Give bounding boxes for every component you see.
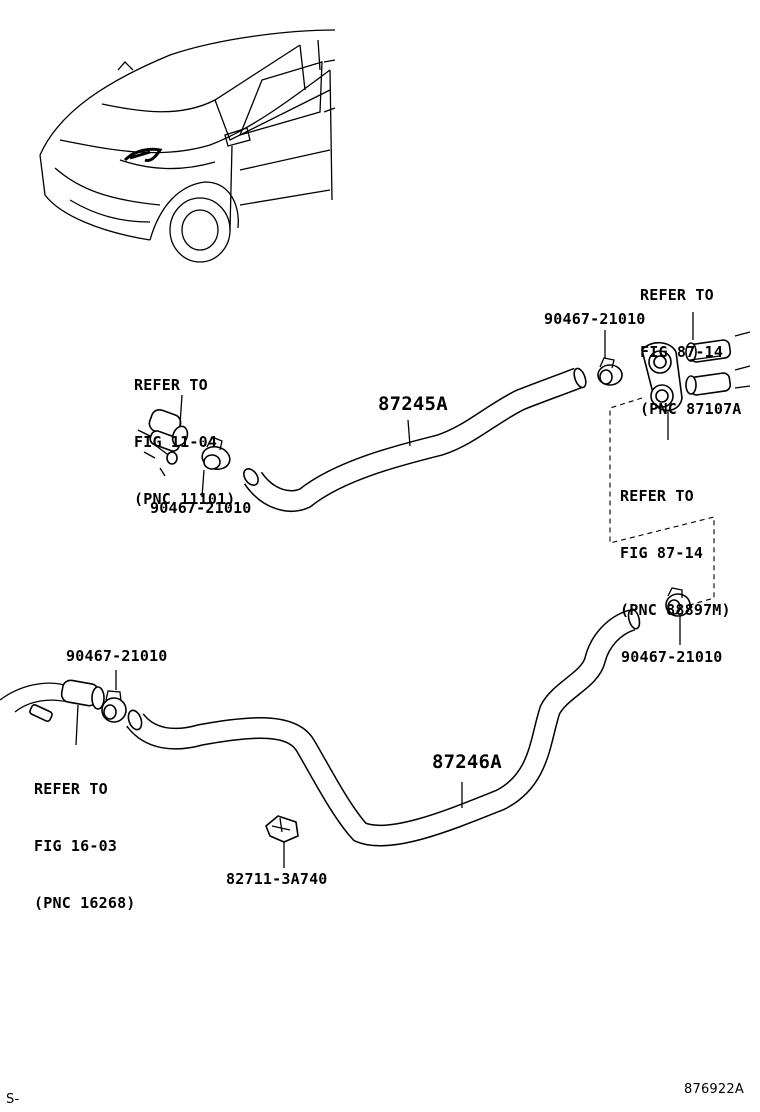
clamp-lower-left-part-number: 90467-21010	[66, 647, 168, 665]
ref-grommet-label: REFER TO FIG 87-14 (PNC 88897M)	[620, 487, 731, 619]
clamp-top-right	[597, 330, 623, 386]
clip-82711	[265, 815, 299, 868]
ref-lower-label: REFER TO FIG 16-03 (PNC 16268)	[34, 780, 136, 912]
lower-hose-87246a	[126, 608, 641, 847]
engine-fitting-upper	[137, 394, 189, 477]
upper-hose-87245a	[243, 367, 587, 512]
clamp-lower-left	[101, 670, 127, 723]
ref-engine-label: REFER TO FIG 11-04 (PNC 11101)	[134, 376, 236, 508]
clamp-upper-left	[201, 436, 231, 498]
clamp-top-right-part-number: 90467-21010	[544, 310, 646, 328]
hose-lower-part-number: 87246A	[432, 751, 502, 773]
vehicle-illustration	[39, 29, 336, 263]
dashed-reference-lines	[609, 397, 715, 606]
hose-upper-part-number: 87245A	[378, 393, 448, 415]
clamp-lower-right	[665, 587, 691, 645]
diagram-id: 876922A	[684, 1082, 744, 1097]
ref-pipe-upper-label: REFER TO FIG 87-14 (PNC 87107A	[640, 286, 742, 418]
clamp-upper-left-part-number: 90467-21010	[150, 499, 252, 517]
pipe-fitting-lower	[0, 679, 105, 746]
clip-part-number: 82711-3A740	[226, 870, 328, 888]
grommet-and-pipes	[641, 312, 751, 440]
clamp-lower-right-part-number: 90467-21010	[621, 648, 723, 666]
footer-left-code: S-	[6, 1092, 20, 1107]
